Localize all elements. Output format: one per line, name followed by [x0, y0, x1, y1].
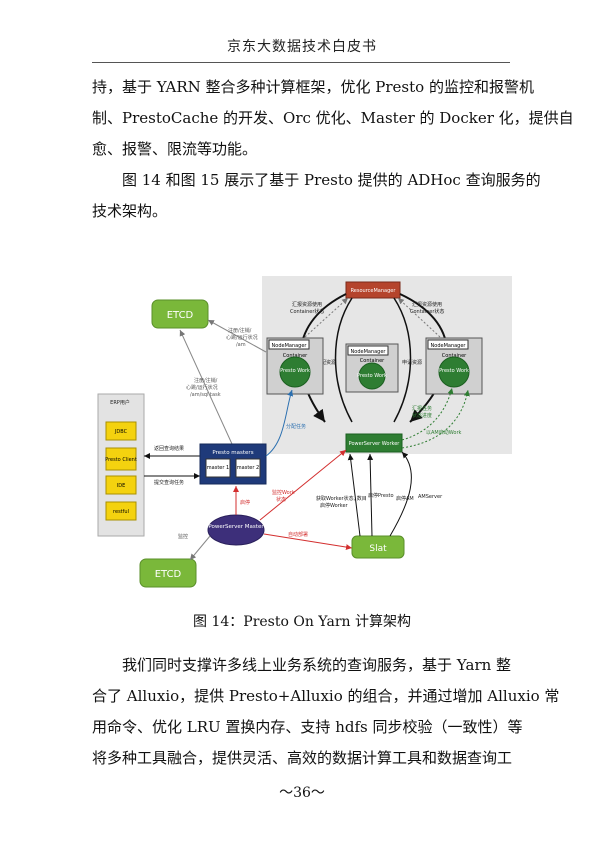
client-ide: IDE	[105, 475, 137, 495]
report-label-left2: Container状态	[290, 308, 324, 315]
reg-top-1: 注册/注销/	[228, 327, 252, 334]
get-status-label-2: 启停Worker	[320, 502, 349, 509]
auto-deploy-label: 自动部署	[288, 531, 308, 538]
text-line: 用命令、优化 LRU 置换内存、支持 hdfs 同步校验（一致性）等	[92, 718, 523, 736]
assign-task-arrow	[265, 389, 294, 457]
text-line: 图 14 和图 15 展示了基于 Presto 提供的 ADHoc 查询服务的	[122, 171, 541, 189]
am-start-label: 以AM启动Work	[426, 429, 462, 436]
report-label-right2: Container状态	[410, 308, 444, 315]
client-restful: restful	[105, 501, 137, 521]
powerserver-worker-box	[345, 433, 403, 453]
master-2-label: master 2	[237, 465, 259, 471]
etcd-bottom-label: ETCD	[155, 569, 182, 580]
etcd-top-label: ETCD	[167, 310, 194, 321]
reg-top-2: 心跳/运行状况	[226, 334, 258, 341]
monitor-worker-arrow	[259, 449, 347, 521]
monitor-etcd-arrow	[189, 535, 211, 561]
monitor-label-1: 监控Work	[272, 489, 295, 496]
text-line: 制、PrestoCache 的开发、Orc 优化、Master 的 Docker…	[92, 109, 574, 127]
svg-text:IDE: IDE	[117, 483, 125, 489]
svg-text:Presto Work: Presto Work	[357, 373, 387, 379]
header-rule	[92, 62, 510, 63]
svg-text:NodeManager: NodeManager	[431, 343, 467, 349]
reg-arrow-top	[207, 319, 267, 353]
text-line: 我们同时支撑许多线上业务系统的查询服务，基于 Yarn 整	[122, 656, 512, 674]
svg-text:NodeManager: NodeManager	[272, 343, 308, 349]
svg-text:Presto Work: Presto Work	[439, 368, 469, 374]
page-number: ～36～	[279, 785, 325, 801]
text-line: 持，基于 YARN 整合多种计算框架，优化 Presto 的监控和报警机	[92, 78, 534, 96]
start-am-label: 启停AM	[396, 495, 414, 502]
report-label-left: 汇报资源使用	[292, 301, 322, 308]
reg-mid-3: /am/sql task	[190, 392, 221, 398]
submit-label: 提交查询任务	[154, 479, 184, 486]
assign-task-label: 分配任务	[286, 423, 306, 430]
get-status-label-1: 获取Worker状态, 数目	[316, 495, 367, 502]
architecture-figure: ResourceManager 汇报资源使用 Container状态 汇报资源使…	[90, 262, 515, 592]
intro-paragraph: 持，基于 YARN 整合多种计算框架，优化 Presto 的监控和报警机 制、P…	[92, 72, 574, 227]
start-presto-label: 启停Presto	[368, 492, 394, 499]
apply-label: 申请资源	[402, 359, 422, 366]
slat-arrow-2	[367, 453, 374, 537]
master-1-label: master 1	[207, 465, 229, 471]
resource-manager-label: ResourceManager	[351, 288, 397, 294]
report-arrow-right	[397, 297, 441, 338]
text-line: 愈、报警、限流等功能。	[92, 140, 258, 158]
monitor-etcd-label: 监控	[178, 533, 188, 540]
page-header: 京东大数据技术白皮书	[227, 39, 377, 55]
slat-label: Slat	[369, 544, 387, 554]
svg-text:Container: Container	[442, 353, 467, 359]
powerserver-worker-label: PowerServer Worker	[349, 441, 401, 447]
green-arrow-2	[401, 389, 470, 449]
svg-text:Container: Container	[283, 353, 308, 359]
client-jdbc: JDBC	[105, 421, 137, 441]
svg-text:JDBC: JDBC	[114, 429, 128, 435]
svg-text:NodeManager: NodeManager	[351, 349, 387, 355]
report-arrow-left	[304, 297, 349, 338]
slat-box	[351, 535, 405, 559]
amserver-label: AMServer	[418, 494, 443, 500]
etcd-bottom-box	[139, 558, 197, 588]
etcd-top-box	[151, 299, 209, 329]
reg-mid-1: 注册/注销/	[194, 377, 218, 384]
text-line: 合了 Alluxio，提供 Presto+Alluxio 的组合，并通过增加 A…	[92, 687, 560, 705]
node-manager-2: NodeManager Container Presto Work	[345, 343, 399, 393]
alloc-label: 分配资源	[316, 359, 336, 366]
body-paragraph: 我们同时支撑许多线上业务系统的查询服务，基于 Yarn 整 合了 Alluxio…	[92, 650, 560, 774]
reg-arrow-mid	[179, 329, 233, 445]
monitor-label-2: 状态	[276, 496, 286, 503]
node-manager-1: NodeManager Container Presto Work	[266, 337, 324, 395]
text-line: 将多种工具融合，提供灵活、高效的数据计算工具和数据查询工	[92, 749, 513, 767]
worker-status-label2: 状态进度	[412, 412, 432, 419]
report-label-right: 汇报资源使用	[412, 301, 442, 308]
powerserver-master-label: PowerServer Master	[208, 524, 264, 530]
svg-text:Container: Container	[360, 358, 385, 364]
reg-mid-2: 心跳/运行状况	[186, 384, 218, 391]
slat-arrow-1	[347, 453, 361, 537]
master-2-box	[235, 458, 261, 478]
rm-inner-left	[334, 297, 353, 423]
figure-caption: 图 14：Presto On Yarn 计算架构	[193, 614, 411, 630]
architecture-diagram: ResourceManager 汇报资源使用 Container状态 汇报资源使…	[97, 276, 512, 588]
rm-inner-right	[393, 297, 412, 423]
return-label: 返回查询结果	[154, 445, 184, 452]
slat-arrow-3	[389, 451, 412, 537]
erp-user-title: ERP用户	[110, 399, 130, 406]
auto-deploy-arrow	[263, 533, 353, 551]
worker-status-label: 汇报任务	[412, 405, 432, 412]
green-arrow-1	[401, 387, 454, 441]
presto-masters-label: Presto masters	[212, 450, 253, 456]
resource-manager-box	[345, 281, 401, 299]
start-stop-label: 启停	[240, 499, 250, 506]
svg-text:restful: restful	[113, 509, 129, 515]
svg-text:Presto Work: Presto Work	[280, 368, 310, 374]
client-presto: Presto Client	[105, 447, 137, 471]
master-1-box	[205, 458, 231, 478]
svg-text:Presto Client: Presto Client	[105, 457, 137, 463]
text-line: 技术架构。	[92, 202, 168, 220]
node-manager-3: NodeManager Container Presto Work	[425, 337, 483, 395]
powerserver-master-node	[207, 514, 265, 546]
reg-top-3: /am	[236, 342, 246, 348]
